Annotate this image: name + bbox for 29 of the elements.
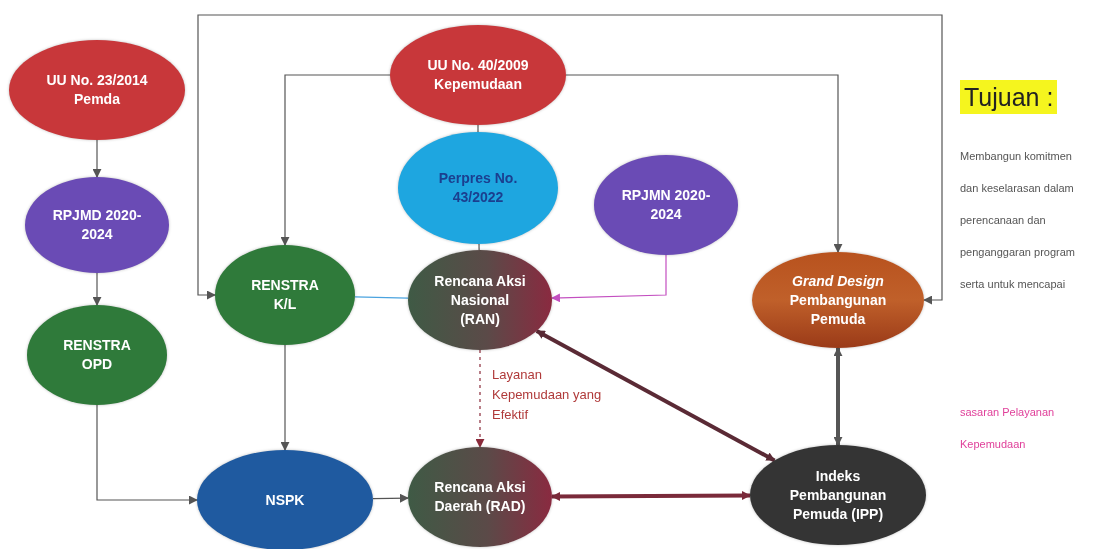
node-label: Rencana Aksi Daerah (RAD)	[433, 478, 527, 516]
arrow	[92, 139, 102, 178]
node-label: UU No. 23/2014 Pemda	[45, 71, 149, 109]
edge-label: Layanan Kepemudaan yang Efektif	[492, 366, 602, 424]
node-label: UU No. 40/2009 Kepemudaan	[426, 56, 530, 94]
arrow	[280, 344, 290, 451]
arrow	[833, 347, 843, 446]
node-label: Perpres No. 43/2022	[437, 169, 519, 207]
arrow	[565, 74, 843, 253]
arrow	[535, 329, 776, 463]
arrow	[96, 404, 198, 505]
arrow	[551, 254, 667, 303]
node-label: RPJMN 2020-2024	[620, 186, 712, 224]
goal-text: sasaran Pelayanan Kepemudaan	[960, 405, 1056, 452]
arrow	[280, 74, 391, 246]
node-label: Rencana Aksi Nasional (RAN)	[433, 271, 527, 329]
arrow	[197, 14, 943, 305]
arrow	[551, 491, 751, 502]
node-label: RENSTRA OPD	[62, 336, 132, 374]
node-label: RPJMD 2020-2024	[51, 206, 143, 244]
node-label: Grand Design Pembangunan Pemuda	[788, 271, 888, 329]
node-label: Indeks Pembangunan Pemuda (IPP)	[788, 466, 888, 524]
arrow	[92, 272, 102, 306]
arrow	[372, 493, 409, 503]
heading-label: Tujuan :	[960, 80, 1058, 114]
goal-text: Membangun komitmen dan keselarasan dalam perencanaan dan penganggaran program serta untuk mencapai	[960, 149, 1076, 292]
arrow	[475, 349, 485, 448]
node-label: NSPK	[265, 490, 305, 510]
node-label: RENSTRA K/L	[250, 276, 320, 314]
